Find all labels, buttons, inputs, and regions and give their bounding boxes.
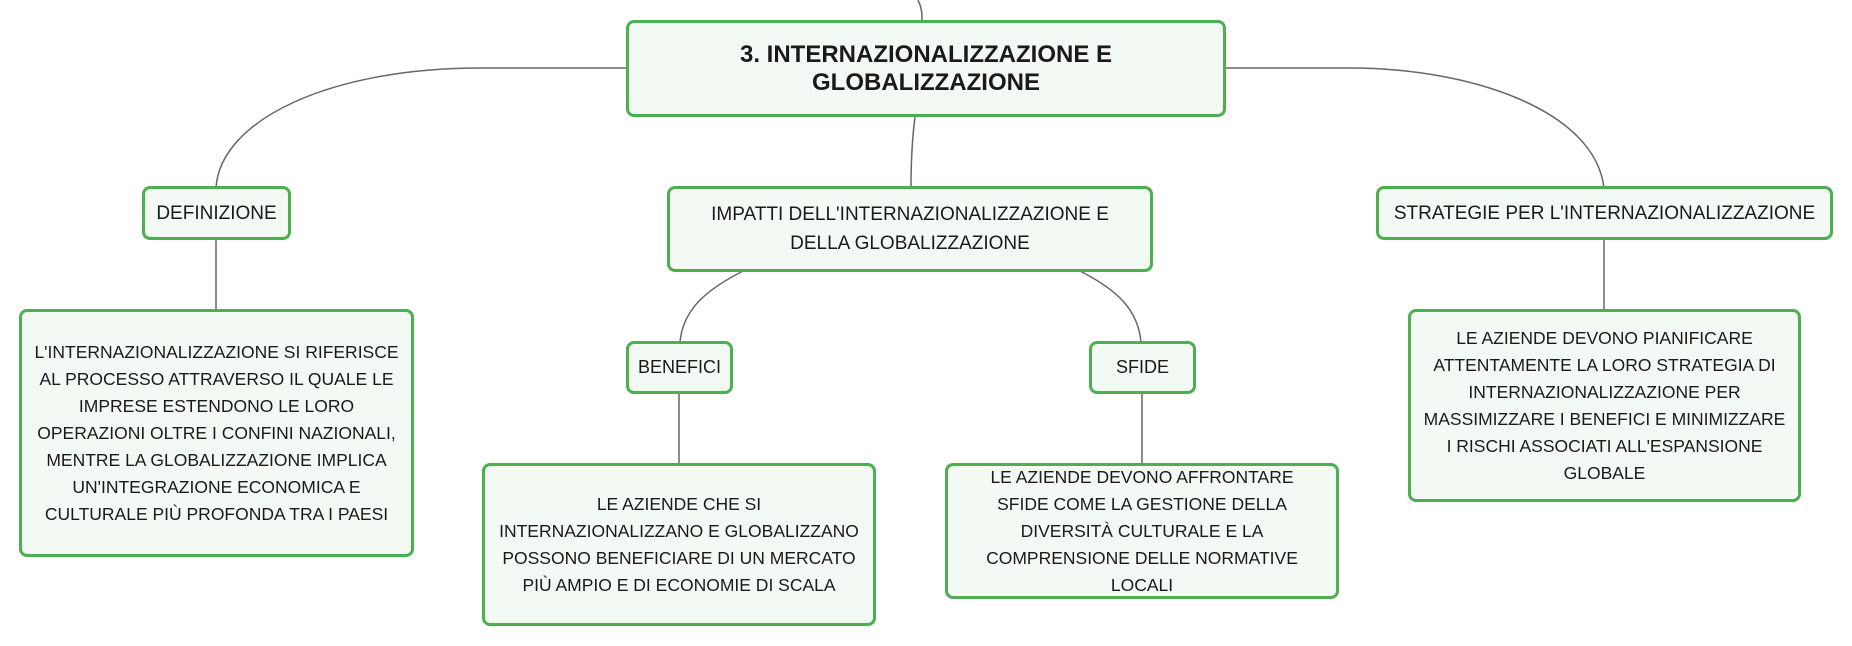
topic-strategie-label: STRATEGIE PER L'INTERNAZIONALIZZAZIONE	[1393, 202, 1816, 224]
connector-parent-root	[917, 0, 923, 21]
detail-sfide[interactable]: LE AZIENDE DEVONO AFFRONTARE SFIDE COME …	[945, 463, 1339, 599]
connector-root-impatti	[910, 116, 916, 189]
connector-impatti-sfide	[1077, 269, 1142, 343]
connector-root-strategie	[1225, 67, 1605, 189]
detail-strategie-text: LE AZIENDE DEVONO PIANIFICARE ATTENTAMEN…	[1423, 327, 1786, 483]
connector-impatti-benefici	[679, 269, 746, 343]
topic-impatti[interactable]: IMPATTI DELL'INTERNAZIONALIZZAZIONE E DE…	[667, 186, 1153, 272]
detail-definizione[interactable]: L'INTERNAZIONALIZZAZIONE SI RIFERISCE AL…	[19, 309, 414, 557]
root-topic-node[interactable]: 3. INTERNAZIONALIZZAZIONE E GLOBALIZZAZI…	[626, 20, 1226, 117]
detail-sfide-text: LE AZIENDE DEVONO AFFRONTARE SFIDE COME …	[986, 466, 1298, 595]
topic-definizione-label: DEFINIZIONE	[156, 202, 277, 224]
topic-benefici-label: BENEFICI	[637, 357, 721, 377]
detail-benefici[interactable]: LE AZIENDE CHE SI INTERNAZIONALIZZANO E …	[482, 463, 876, 626]
detail-strategie[interactable]: LE AZIENDE DEVONO PIANIFICARE ATTENTAMEN…	[1408, 309, 1801, 502]
detail-benefici-text: LE AZIENDE CHE SI INTERNAZIONALIZZANO E …	[499, 493, 859, 595]
detail-definizione-text: L'INTERNAZIONALIZZAZIONE SI RIFERISCE AL…	[34, 341, 399, 524]
topic-definizione[interactable]: DEFINIZIONE	[142, 186, 291, 240]
root-topic-label: 3. INTERNAZIONALIZZAZIONE E GLOBALIZZAZI…	[740, 40, 1112, 96]
topic-impatti-label: IMPATTI DELL'INTERNAZIONALIZZAZIONE E DE…	[711, 204, 1109, 254]
connector-root-definizione	[215, 67, 626, 189]
topic-benefici[interactable]: BENEFICI	[626, 341, 733, 394]
topic-strategie[interactable]: STRATEGIE PER L'INTERNAZIONALIZZAZIONE	[1376, 186, 1833, 240]
topic-sfide[interactable]: SFIDE	[1089, 341, 1196, 394]
topic-sfide-label: SFIDE	[1115, 357, 1169, 377]
